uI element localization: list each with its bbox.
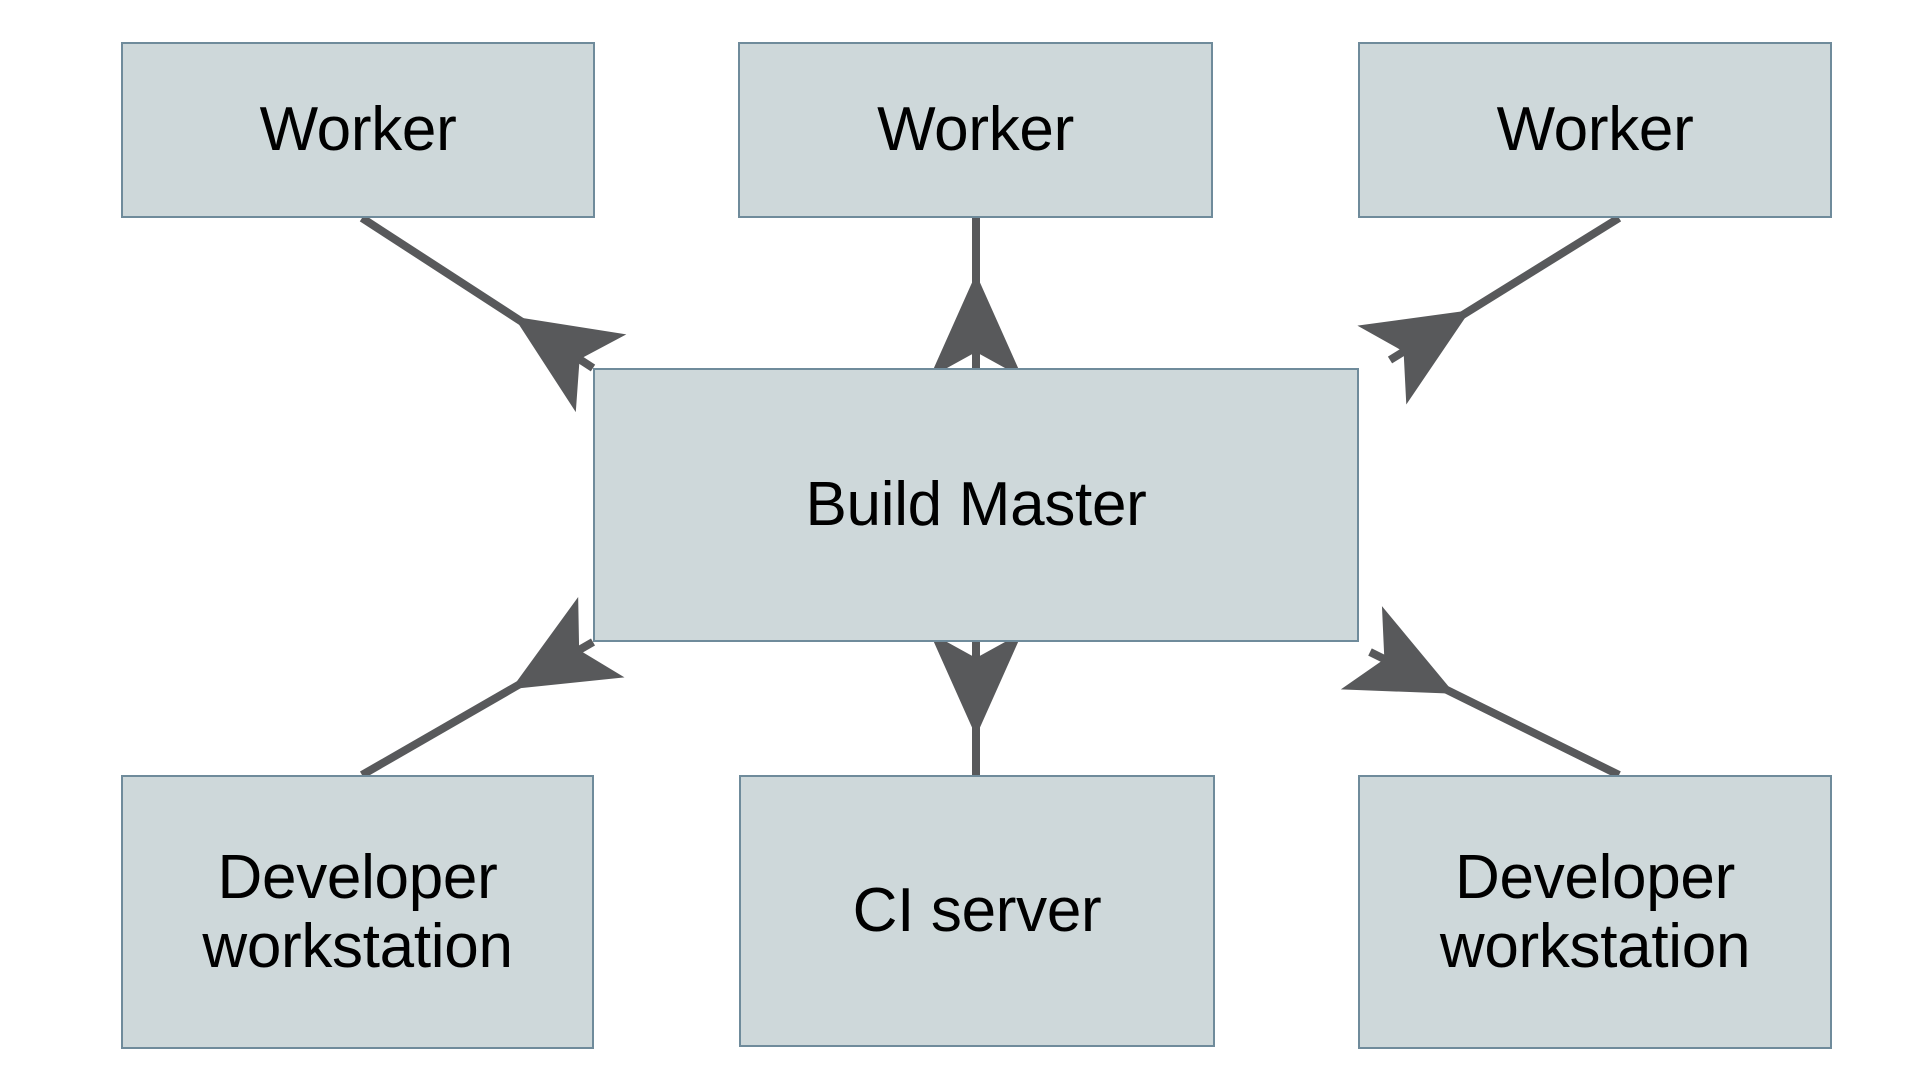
node-worker-center-label: Worker xyxy=(877,95,1074,165)
node-worker-center[interactable]: Worker xyxy=(738,42,1213,218)
node-developer-workstation-right[interactable]: Developer workstation xyxy=(1358,775,1832,1049)
node-worker-left-label: Worker xyxy=(259,95,457,165)
node-ci-server[interactable]: CI server xyxy=(739,775,1215,1047)
node-worker-right-label: Worker xyxy=(1496,95,1694,165)
edge-dev-left-to-master xyxy=(360,596,625,779)
node-developer-workstation-left-label: Developer workstation xyxy=(202,842,513,981)
node-developer-workstation-right-label: Developer workstation xyxy=(1439,842,1751,981)
node-build-master[interactable]: Build Master xyxy=(593,368,1359,642)
edge-worker-right-to-master xyxy=(1357,214,1622,405)
node-worker-right[interactable]: Worker xyxy=(1358,42,1832,218)
node-developer-workstation-left[interactable]: Developer workstation xyxy=(121,775,594,1049)
node-build-master-label: Build Master xyxy=(805,470,1147,540)
edge-dev-right-to-master xyxy=(1340,606,1621,779)
node-worker-left[interactable]: Worker xyxy=(121,42,595,218)
node-ci-server-label: CI server xyxy=(852,876,1102,946)
edge-worker-left-to-master xyxy=(359,214,627,413)
